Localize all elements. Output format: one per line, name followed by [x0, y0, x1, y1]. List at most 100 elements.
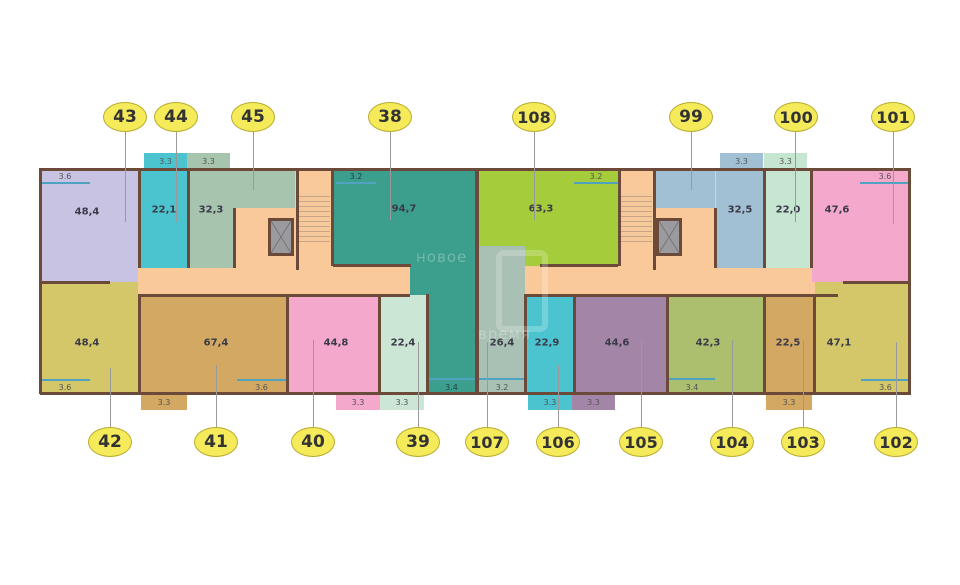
- wall: [843, 281, 909, 284]
- apt-number-badge[interactable]: 101: [871, 102, 915, 132]
- leader-line: [418, 342, 419, 428]
- leader-line: [732, 340, 733, 428]
- wall: [540, 264, 618, 267]
- apt-number-badge[interactable]: 42: [88, 427, 132, 457]
- apt-38-area: 94,7: [391, 203, 417, 215]
- apt-103[interactable]: [765, 295, 813, 394]
- apt-104-area: 42,3: [695, 337, 721, 349]
- apt-99-area: 32,5: [727, 204, 753, 216]
- apt-41-balcony: 3.3: [141, 394, 187, 410]
- wall: [40, 281, 110, 284]
- apt-number-badge[interactable]: 38: [368, 102, 412, 132]
- wall: [810, 170, 813, 268]
- apt-106-area: 22,9: [534, 337, 560, 349]
- apt-number-badge[interactable]: 108: [512, 102, 556, 132]
- apt-number-badge[interactable]: 99: [669, 102, 713, 132]
- apt-39-area: 22,4: [390, 337, 416, 349]
- apt-41-area: 67,4: [203, 337, 229, 349]
- apt-45-balcony: 3.3: [187, 153, 230, 169]
- watermark-bottom: время: [478, 325, 531, 343]
- wall: [233, 208, 236, 268]
- apt-103-area: 22,5: [775, 337, 801, 349]
- wall: [618, 170, 621, 266]
- apt-100[interactable]: [765, 170, 810, 268]
- apt-42-balcony: 3.6: [40, 379, 90, 394]
- watermark-logo-icon: [496, 250, 548, 332]
- leader-line: [803, 340, 804, 428]
- elevator-right-icon: [656, 218, 682, 256]
- leader-line: [216, 365, 217, 427]
- apt-105-balcony: 3.3: [572, 394, 615, 410]
- apt-number-badge[interactable]: 43: [103, 102, 147, 132]
- apt-100-area: 22,0: [775, 204, 801, 216]
- apt-number-badge[interactable]: 44: [154, 102, 198, 132]
- leader-line: [390, 130, 391, 220]
- wall: [525, 294, 838, 297]
- wall: [140, 294, 410, 297]
- wall: [763, 294, 766, 394]
- wall: [714, 208, 717, 268]
- wall: [666, 294, 669, 394]
- wall: [475, 170, 479, 394]
- apt-number-badge[interactable]: 105: [619, 427, 663, 457]
- apt-100-balcony: 3.3: [764, 153, 807, 169]
- apt-105-area: 44,6: [604, 337, 630, 349]
- apt-number-badge[interactable]: 106: [536, 427, 580, 457]
- apt-40[interactable]: [288, 295, 378, 394]
- apt-99-ext: [655, 170, 715, 208]
- apt-number-badge[interactable]: 102: [874, 427, 918, 457]
- apt-number-badge[interactable]: 103: [781, 427, 825, 457]
- apt-105[interactable]: [575, 295, 667, 394]
- apt-106-balcony: 3.3: [528, 394, 572, 410]
- staircase-left: [298, 192, 330, 242]
- apt-43-balcony: 3.6: [40, 170, 90, 184]
- apt-40-balcony: 3.3: [336, 394, 380, 410]
- apt-38[interactable]: [333, 170, 475, 266]
- apt-43[interactable]: [40, 170, 138, 282]
- apt-41[interactable]: [140, 295, 286, 394]
- leader-line: [487, 342, 488, 428]
- apt-45[interactable]: [189, 170, 235, 268]
- apt-101-balcony: 3.6: [860, 170, 910, 184]
- apt-number-badge[interactable]: 39: [396, 427, 440, 457]
- apt-39-balcony: 3.3: [380, 394, 424, 410]
- apt-42[interactable]: [40, 282, 138, 394]
- apt-number-badge[interactable]: 41: [194, 427, 238, 457]
- wall: [138, 294, 141, 394]
- apt-number-badge[interactable]: 104: [710, 427, 754, 457]
- apt-108-area: 63,3: [528, 203, 554, 215]
- leader-line: [893, 130, 894, 224]
- apt-106[interactable]: [525, 295, 573, 394]
- apt-104[interactable]: [668, 295, 763, 394]
- apt-40-area: 44,8: [323, 337, 349, 349]
- wall: [187, 170, 190, 268]
- apt-99[interactable]: [716, 170, 763, 268]
- apt-44[interactable]: [140, 170, 187, 268]
- apt-44-balcony: 3.3: [144, 153, 187, 169]
- apt-107-balcony: 3.2: [479, 378, 525, 394]
- apt-107-area: 26,4: [489, 337, 515, 349]
- leader-line: [125, 130, 126, 222]
- leader-line: [691, 130, 692, 190]
- apt-103-balcony: 3.3: [766, 394, 812, 410]
- apt-101[interactable]: [812, 170, 910, 282]
- apt-number-badge[interactable]: 107: [465, 427, 509, 457]
- leader-line: [641, 340, 642, 428]
- apt-45-ext: [235, 170, 295, 208]
- leader-line: [896, 342, 897, 428]
- apt-number-badge[interactable]: 100: [774, 102, 818, 132]
- wall: [286, 294, 289, 394]
- leader-line: [313, 340, 314, 428]
- apt-102-area: 47,1: [826, 337, 852, 349]
- leader-line: [253, 130, 254, 190]
- wall: [524, 294, 527, 394]
- apt-104-balcony: 3.4: [669, 378, 715, 394]
- wall: [573, 294, 576, 394]
- wall: [813, 294, 816, 394]
- apt-102[interactable]: [815, 282, 910, 394]
- leader-line: [558, 365, 559, 427]
- apt-number-badge[interactable]: 45: [231, 102, 275, 132]
- apt-107[interactable]: [479, 246, 525, 394]
- apt-number-badge[interactable]: 40: [291, 427, 335, 457]
